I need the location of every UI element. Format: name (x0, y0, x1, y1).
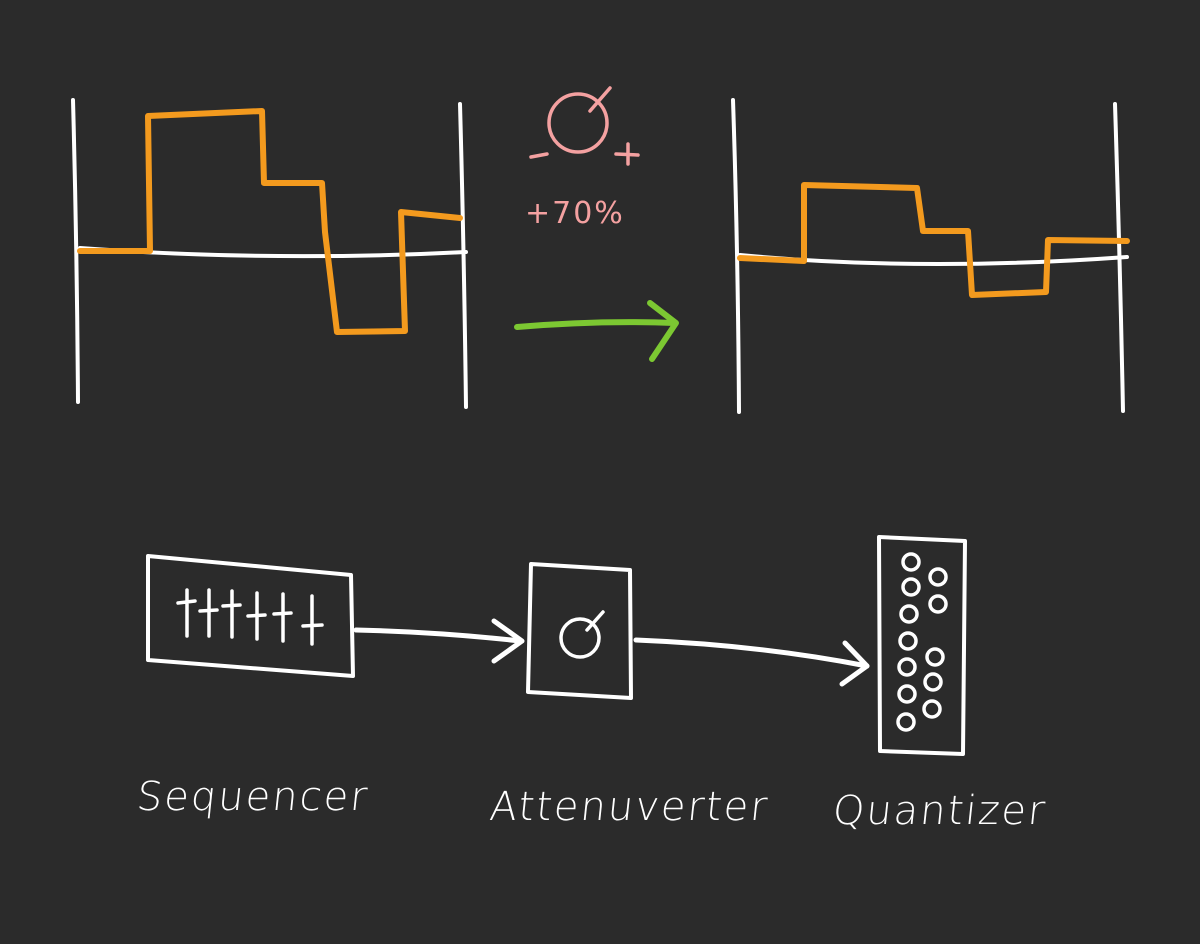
knob-amount-label: +70% (525, 196, 625, 231)
quantizer-button (897, 684, 917, 704)
output-stepped-signal (737, 182, 1130, 298)
patch-arrow-att-to-quant-head (839, 640, 870, 687)
quantizer-button (928, 567, 948, 587)
attenuverter-knob-sketch (529, 86, 640, 166)
attenuverter-box (526, 562, 633, 700)
quantizer-buttons (896, 552, 948, 732)
attenuverter-label: Attenuverter (487, 784, 772, 830)
transform-arrow-head (647, 300, 679, 362)
sequencer-fader (272, 592, 293, 643)
sequencer-fader (221, 589, 242, 639)
patch-arrow-seq-to-att-head (491, 618, 525, 664)
quantizer-button (922, 699, 942, 719)
quantizer-button (928, 594, 948, 614)
quantizer-button (899, 604, 919, 624)
sequencer-fader (176, 588, 197, 638)
sequencer-faders (176, 588, 324, 646)
transform-arrow-shaft (514, 319, 678, 330)
quantizer-button (898, 631, 918, 651)
patch-arrow-seq-to-att-shaft (353, 627, 523, 644)
quantizer-button (896, 712, 916, 732)
transform-arrow (514, 300, 679, 362)
quantizer-button (897, 657, 917, 677)
patch-arrow-seq-to-att (353, 618, 525, 664)
patch-arrow-att-to-quant (633, 637, 870, 687)
sequencer-module (146, 554, 355, 678)
input-graph-left-axis (71, 98, 80, 404)
input-graph-right-axis (458, 102, 468, 409)
sequencer-fader (198, 588, 219, 638)
attenuverter-module (526, 562, 633, 700)
knob-icon (547, 92, 609, 154)
patch-arrow-att-to-quant-shaft (633, 637, 870, 669)
knob-pointer (588, 86, 612, 113)
attenuverter-knob-icon (559, 617, 601, 659)
knob-minus-mark (529, 152, 549, 159)
quantizer-module (877, 535, 967, 756)
sequencer-label: Sequencer (134, 774, 372, 820)
quantizer-box (877, 535, 967, 756)
quantizer-button (901, 577, 921, 597)
output-waveform-graph (731, 98, 1130, 414)
attenuverter-knob-pointer (585, 610, 605, 632)
quantizer-label: Quantizer (830, 788, 1049, 834)
input-stepped-signal (77, 108, 463, 335)
sequencer-box (146, 554, 355, 678)
quantizer-button (901, 552, 921, 572)
sequencer-fader (246, 591, 267, 641)
input-waveform-graph (71, 98, 468, 409)
quantizer-button (925, 647, 945, 667)
output-graph-left-axis (731, 98, 741, 414)
quantizer-button (923, 672, 943, 692)
knob-plus-mark (614, 142, 640, 166)
sequencer-fader (301, 594, 324, 646)
